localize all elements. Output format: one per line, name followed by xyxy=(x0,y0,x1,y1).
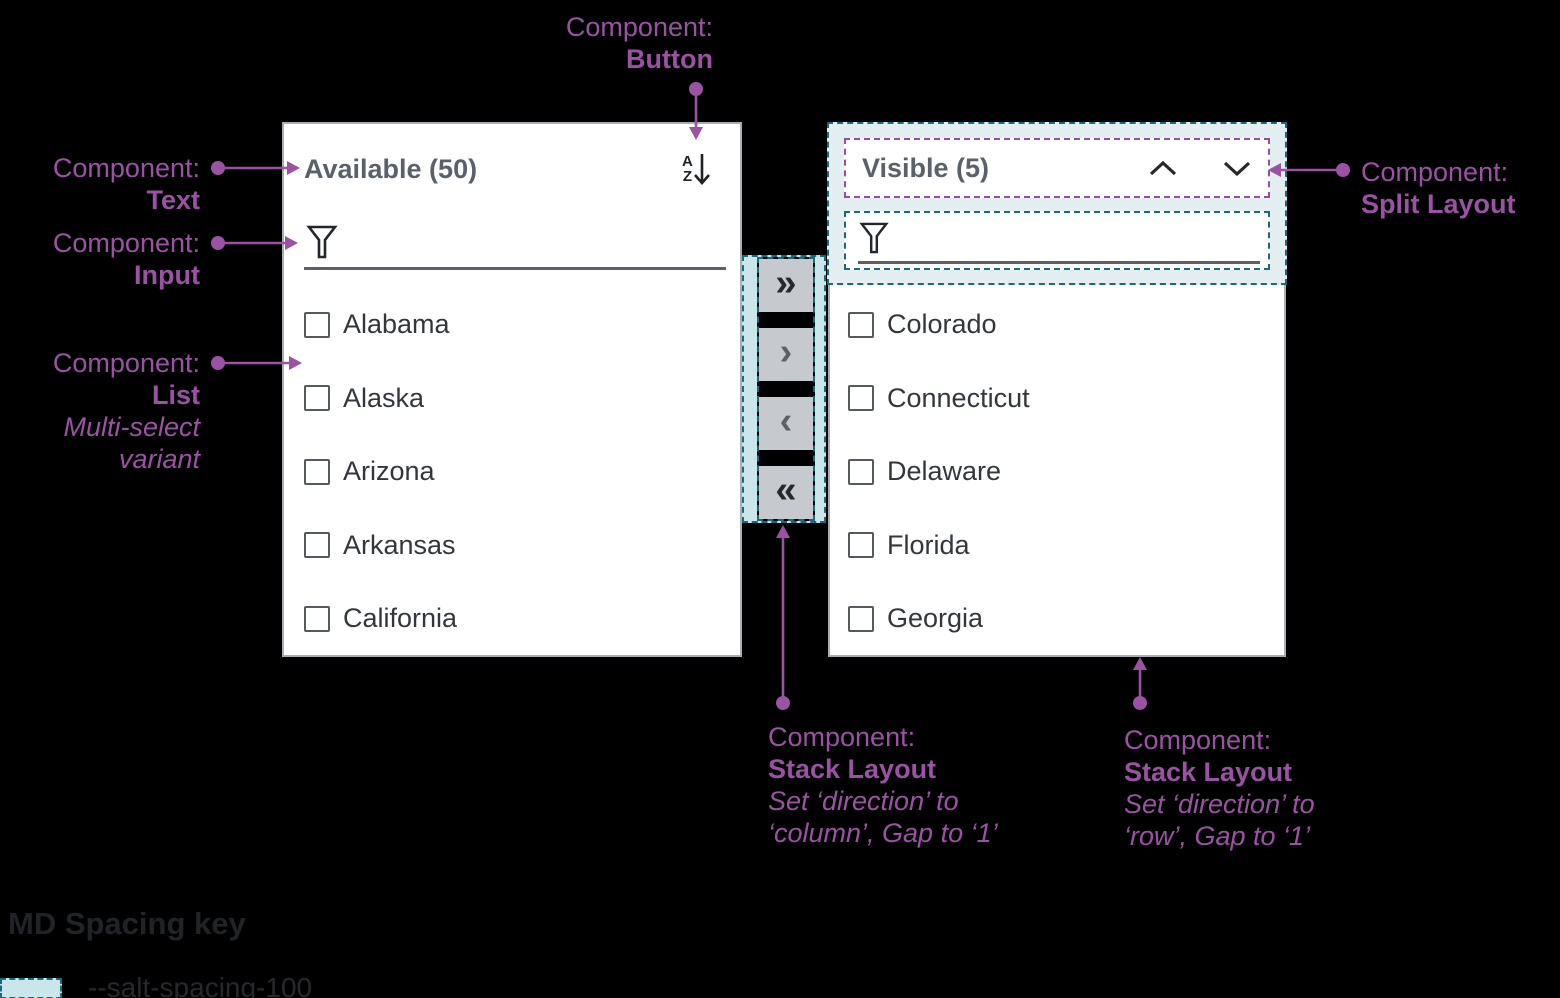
move-all-right-button[interactable]: » xyxy=(759,259,813,312)
double-chevron-right-icon: » xyxy=(775,261,797,304)
visible-list-panel: Visible (5) xyxy=(827,122,1287,657)
move-right-button[interactable]: › xyxy=(759,328,813,381)
available-filter-input[interactable] xyxy=(304,220,726,266)
visible-filter-input[interactable] xyxy=(844,211,1270,270)
available-list-header: Available (50) xyxy=(304,154,478,184)
visible-filter-underline xyxy=(858,261,1260,264)
arrow-to-stack-row xyxy=(1133,657,1147,710)
list-item[interactable]: Georgia xyxy=(830,582,1284,656)
checkbox[interactable] xyxy=(304,605,330,632)
chevron-down-icon xyxy=(1223,161,1251,176)
list-item[interactable]: Arizona xyxy=(284,435,740,509)
spacing-highlight-split-row: Visible (5) xyxy=(827,122,1287,285)
checkbox[interactable] xyxy=(848,311,874,338)
sort-az-button[interactable]: A Z xyxy=(682,150,711,188)
visible-list: Colorado Connecticut Delaware Florida Ge… xyxy=(830,288,1284,656)
annotation-stack-layout-row: Component: Stack Layout Set ‘direction’ … xyxy=(1124,725,1315,851)
sort-az-icon: A Z xyxy=(682,153,693,185)
available-list: Alabama Alaska Arizona Arkansas Californ… xyxy=(284,288,740,656)
checkbox[interactable] xyxy=(848,532,874,559)
annotation-text: Component: Text xyxy=(52,153,200,215)
annotation-list: Component: List Multi-select variant xyxy=(52,348,200,474)
chevron-left-icon: ‹ xyxy=(779,399,793,442)
spacing-token-label: --salt-spacing-100 xyxy=(88,972,313,998)
checkbox[interactable] xyxy=(304,311,330,338)
list-item[interactable]: Connecticut xyxy=(830,362,1284,436)
double-chevron-left-icon: « xyxy=(775,468,797,511)
filter-icon xyxy=(306,224,338,260)
list-item[interactable]: Alaska xyxy=(284,362,740,436)
split-layout-outline: Visible (5) xyxy=(844,138,1270,198)
visible-list-header: Visible (5) xyxy=(862,152,990,183)
move-up-button[interactable] xyxy=(1148,159,1178,178)
spacing-key-entry: --salt-spacing-100 xyxy=(0,972,312,998)
spacing-key-title: MD Spacing key xyxy=(8,906,246,941)
transfer-button-stack: » › ‹ « xyxy=(757,257,815,521)
annotation-split-layout: Component: Split Layout xyxy=(1361,157,1516,219)
list-item[interactable]: Arkansas xyxy=(284,509,740,583)
list-item[interactable]: Delaware xyxy=(830,435,1284,509)
available-filter-underline xyxy=(304,267,726,270)
annotation-input: Component: Input xyxy=(52,228,200,290)
chevron-up-icon xyxy=(1149,160,1177,175)
arrow-to-stack-column xyxy=(776,525,790,710)
annotation-stack-layout-column: Component: Stack Layout Set ‘direction’ … xyxy=(768,722,998,848)
list-item[interactable]: Florida xyxy=(830,509,1284,583)
arrow-down-icon xyxy=(693,154,710,185)
checkbox[interactable] xyxy=(848,605,874,632)
move-all-left-button[interactable]: « xyxy=(759,466,813,519)
filter-icon xyxy=(859,221,889,255)
spacing-swatch xyxy=(0,977,62,998)
annotation-button: Component: Button xyxy=(565,12,713,74)
move-down-button[interactable] xyxy=(1222,159,1252,178)
list-item[interactable]: Alabama xyxy=(284,288,740,362)
list-item[interactable]: California xyxy=(284,582,740,656)
checkbox[interactable] xyxy=(304,458,330,485)
move-left-button[interactable]: ‹ xyxy=(759,397,813,450)
checkbox[interactable] xyxy=(848,385,874,412)
checkbox[interactable] xyxy=(304,532,330,559)
spacing-highlight-stack-column: » › ‹ « xyxy=(742,255,826,523)
list-item[interactable]: Colorado xyxy=(830,288,1284,362)
available-list-panel: Available (50) A Z Alabama Alas xyxy=(282,122,742,657)
checkbox[interactable] xyxy=(848,458,874,485)
chevron-right-icon: › xyxy=(779,330,793,373)
checkbox[interactable] xyxy=(304,385,330,412)
